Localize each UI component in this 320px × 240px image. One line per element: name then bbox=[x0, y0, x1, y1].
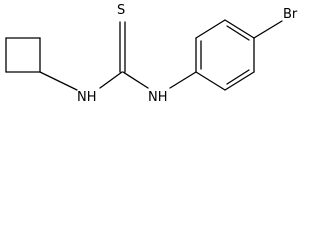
bond-c-to-nh-right bbox=[122, 71, 149, 89]
molecule-structure: NH S NH Br bbox=[5, 3, 298, 105]
bond-phenyl-to-br bbox=[253, 20, 283, 39]
atom-nh-left: NH bbox=[77, 90, 97, 105]
bond-ring-to-nh-left bbox=[39, 71, 78, 91]
aromatic-double-bond bbox=[226, 69, 250, 85]
atom-sulfur: S bbox=[117, 3, 125, 18]
bond-nh-right-to-phenyl bbox=[169, 71, 197, 89]
cyclobutane-ring bbox=[5, 37, 41, 73]
atom-bromine: Br bbox=[283, 7, 298, 22]
bond-nh-left-to-c bbox=[99, 71, 123, 89]
benzene-ring bbox=[195, 19, 255, 91]
atom-nh-right: NH bbox=[148, 90, 168, 105]
double-bond-c-s bbox=[119, 21, 126, 73]
aromatic-double-bond bbox=[226, 25, 250, 41]
